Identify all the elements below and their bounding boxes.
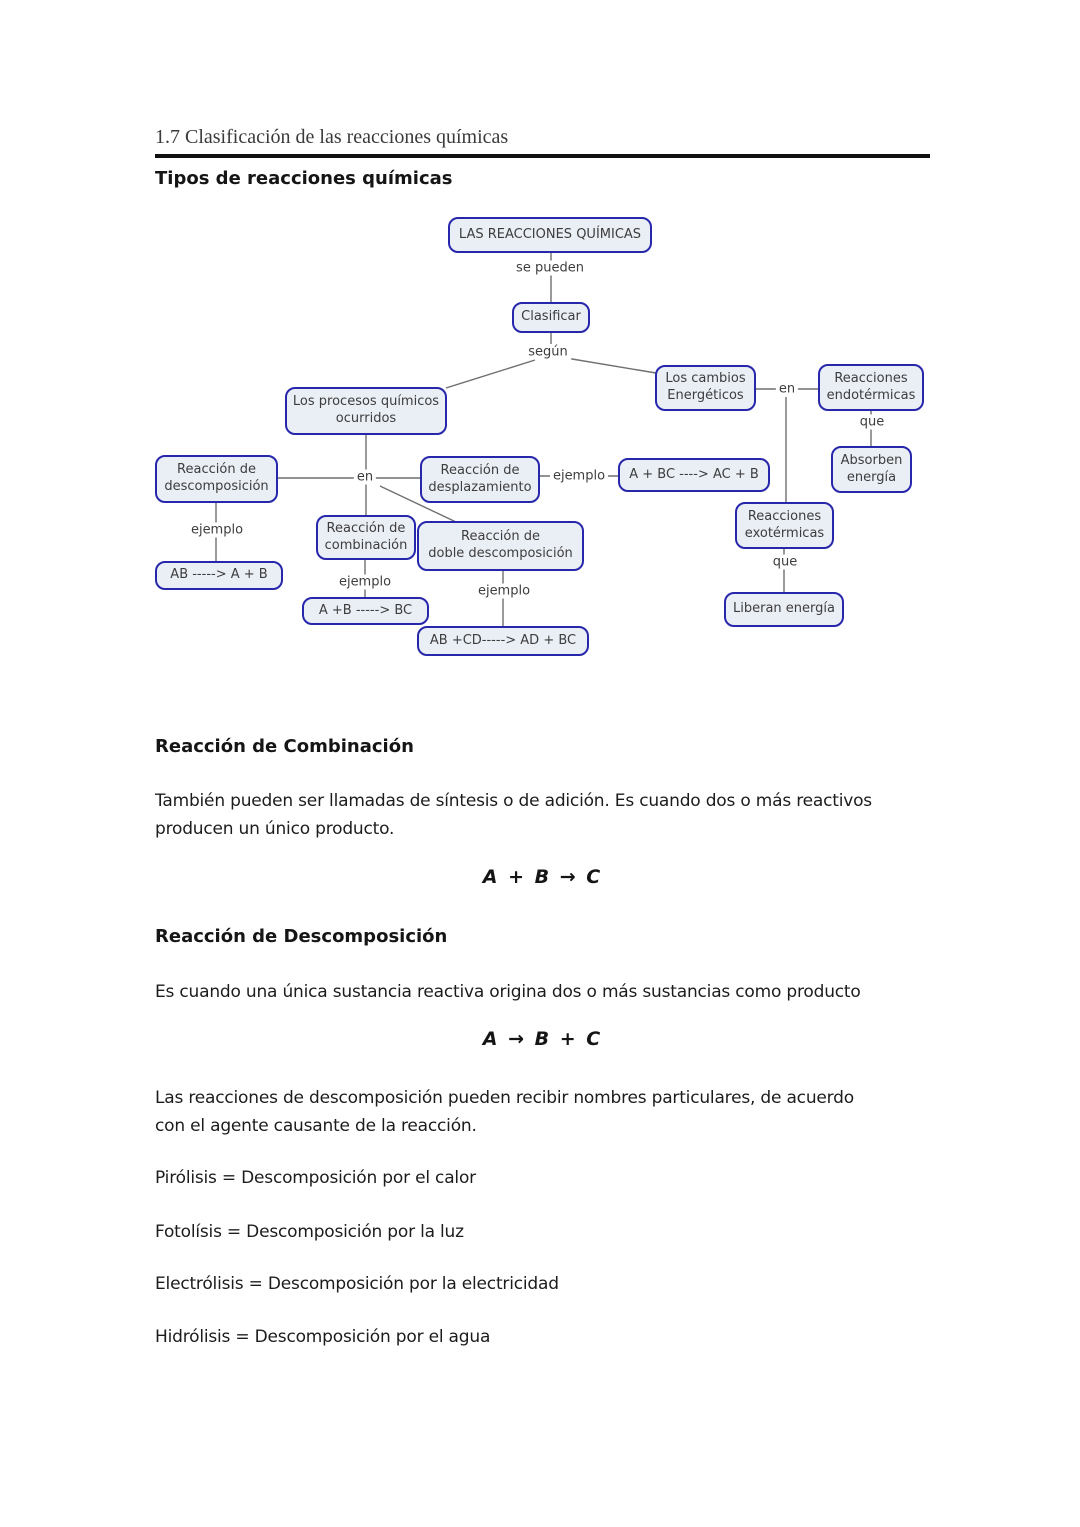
edge-label-ejemplo-descomposicion: ejemplo xyxy=(187,522,247,538)
edge-label-ejemplo-doble: ejemplo xyxy=(474,583,534,599)
node-reacciones-exotermicas: Reacciones exotérmicas xyxy=(735,502,834,549)
section-title: Tipos de reacciones químicas xyxy=(155,168,453,189)
node-clasificar: Clasificar xyxy=(512,302,590,333)
edge-label-en-left: en xyxy=(353,469,377,485)
connector-line xyxy=(565,357,657,374)
definition-pirolisis: Pirólisis = Descomposición por el calor xyxy=(155,1168,476,1188)
formula-descomposicion: A → B + C xyxy=(482,1028,603,1050)
node-procesos-quimicos: Los procesos químicos ocurridos xyxy=(285,387,447,435)
edge-label-que-exotermicas: que xyxy=(769,554,801,570)
horizontal-rule xyxy=(155,154,930,158)
edge-label-en-right: en xyxy=(775,381,799,397)
heading-reaccion-descomposicion: Reacción de Descomposición xyxy=(155,926,448,947)
definition-hidrolisis: Hidrólisis = Descomposición por el agua xyxy=(155,1327,491,1347)
edge-label-se-pueden: se pueden xyxy=(513,260,587,276)
node-las-reacciones-quimicas: LAS REACCIONES QUÍMICAS xyxy=(448,217,652,253)
page-title: 1.7 Clasificación de las reacciones quím… xyxy=(155,126,509,148)
definition-electrolisis: Electrólisis = Descomposición por la ele… xyxy=(155,1274,559,1294)
node-ejemplo-desplazamiento: A + BC ----> AC + B xyxy=(618,458,770,492)
node-cambios-energeticos: Los cambios Energéticos xyxy=(655,365,756,411)
node-reaccion-combinacion: Reacción de combinación xyxy=(316,515,416,560)
paragraph-descomposicion: Es cuando una única sustancia reactiva o… xyxy=(155,982,861,1002)
node-reaccion-doble-descomposicion: Reacción de doble descomposición xyxy=(417,521,584,571)
formula-combinacion: A + B → C xyxy=(482,866,603,888)
paragraph-combinacion: También pueden ser llamadas de síntesis … xyxy=(155,791,872,839)
node-absorben-energia: Absorben energía xyxy=(831,446,912,493)
edge-label-ejemplo-desplazamiento: ejemplo xyxy=(549,468,609,484)
paragraph-nombres-particulares: Las reacciones de descomposición pueden … xyxy=(155,1088,854,1136)
edge-label-que-endotermicas: que xyxy=(856,414,888,430)
heading-reaccion-combinacion: Reacción de Combinación xyxy=(155,736,414,757)
edge-label-ejemplo-combinacion: ejemplo xyxy=(335,574,395,590)
definition-fotolisis: Fotolísis = Descomposición por la luz xyxy=(155,1222,464,1242)
node-reaccion-desplazamiento: Reacción de desplazamiento xyxy=(420,456,540,503)
node-reaccion-descomposicion: Reacción de descomposición xyxy=(155,455,278,503)
node-reacciones-endotermicas: Reacciones endotérmicas xyxy=(818,364,924,411)
node-ejemplo-descomposicion: AB -----> A + B xyxy=(155,561,283,590)
connector-line xyxy=(379,485,457,523)
connector-line xyxy=(445,359,536,389)
node-ejemplo-doble-descomposicion: AB +CD-----> AD + BC xyxy=(417,626,589,656)
edge-label-segun: según xyxy=(525,344,571,360)
node-liberan-energia: Liberan energía xyxy=(724,592,844,627)
node-ejemplo-combinacion: A +B -----> BC xyxy=(302,597,429,625)
